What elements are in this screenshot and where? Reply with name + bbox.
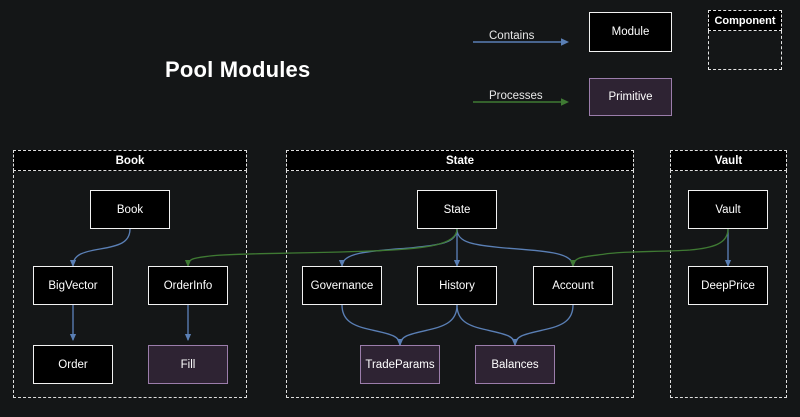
legend-primitive-label: Primitive (608, 91, 653, 103)
legend-primitive-box: Primitive (589, 78, 672, 116)
node-bigvector[interactable]: BigVector (33, 266, 113, 305)
legend-component-label: Component (714, 14, 776, 27)
group-book-label: Book (115, 154, 145, 167)
node-fill[interactable]: Fill (148, 345, 228, 384)
node-state[interactable]: State (417, 190, 497, 229)
legend-processes-arrow (473, 98, 569, 106)
node-state-label: State (443, 203, 471, 216)
node-tradeparams-label: TradeParams (365, 358, 435, 371)
node-account[interactable]: Account (533, 266, 613, 305)
legend-module-box: Module (589, 12, 672, 52)
legend-processes-label: Processes (489, 90, 543, 102)
page-title: Pool Modules (165, 57, 311, 82)
group-state-label: State (445, 154, 475, 167)
node-history[interactable]: History (417, 266, 497, 305)
node-book-label: Book (116, 203, 144, 216)
legend-module-label: Module (611, 26, 650, 38)
node-governance[interactable]: Governance (302, 266, 382, 305)
group-book-header: Book (13, 150, 247, 171)
node-order-label: Order (58, 358, 88, 371)
legend-contains-label: Contains (489, 30, 535, 42)
legend: Contains Processes Module Primitive Comp… (0, 0, 800, 135)
node-deepprice-label: DeepPrice (701, 279, 755, 292)
legend-contains-arrow (473, 38, 569, 46)
node-balances[interactable]: Balances (475, 345, 555, 384)
group-state-header: State (286, 150, 634, 171)
node-governance-label: Governance (310, 279, 374, 292)
node-fill-label: Fill (180, 358, 196, 371)
group-vault-header: Vault (670, 150, 787, 171)
node-orderinfo-label: OrderInfo (163, 279, 213, 292)
node-bigvector-label: BigVector (48, 279, 98, 292)
node-vault-label: Vault (715, 203, 741, 216)
node-vault[interactable]: Vault (688, 190, 768, 229)
node-book[interactable]: Book (90, 190, 170, 229)
node-account-label: Account (552, 279, 594, 292)
group-vault-label: Vault (714, 154, 743, 167)
node-history-label: History (439, 279, 475, 292)
node-deepprice[interactable]: DeepPrice (688, 266, 768, 305)
node-order[interactable]: Order (33, 345, 113, 384)
node-balances-label: Balances (491, 358, 539, 371)
node-tradeparams[interactable]: TradeParams (360, 345, 440, 384)
node-orderinfo[interactable]: OrderInfo (148, 266, 228, 305)
legend-component-header: Component (708, 10, 782, 31)
